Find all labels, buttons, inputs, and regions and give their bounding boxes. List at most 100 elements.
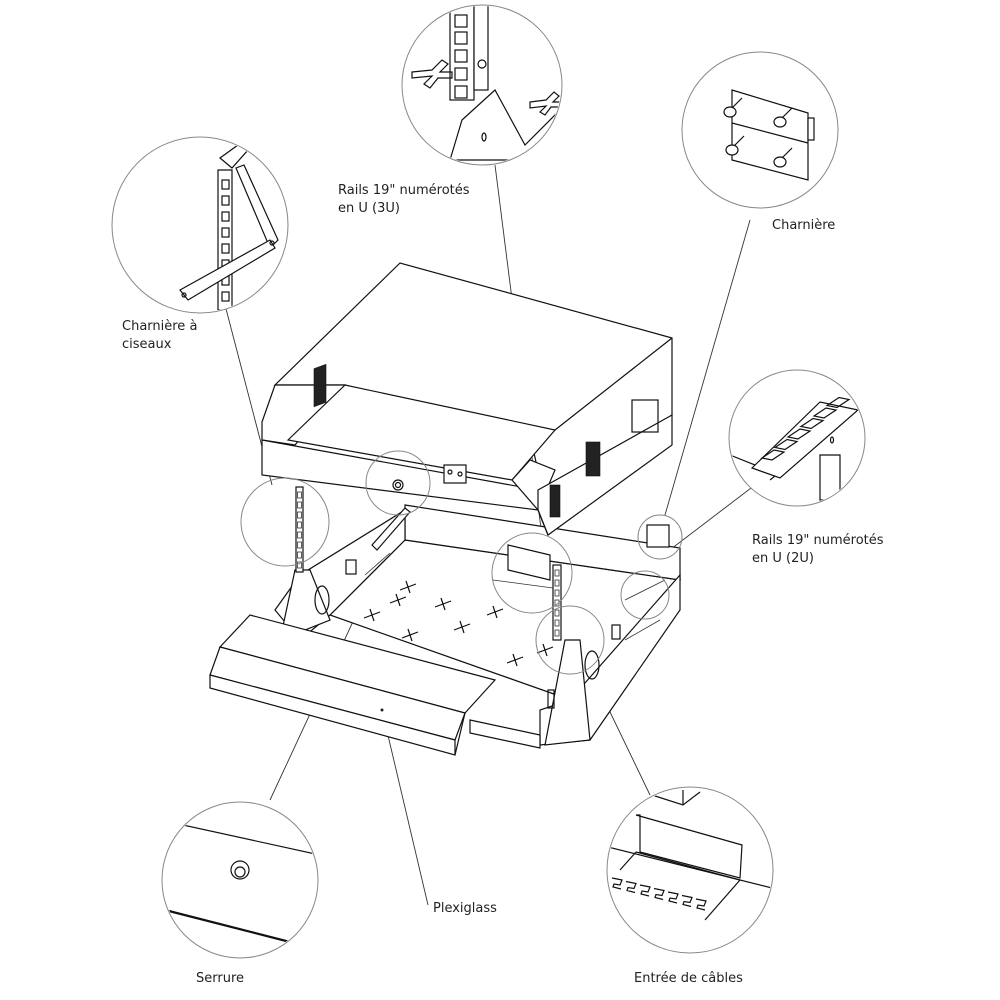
comb-slot: [667, 891, 679, 904]
back-left-rail: [371, 507, 411, 551]
cable-comb: [611, 877, 707, 911]
comb-slot: [653, 887, 665, 901]
rail-slot: [773, 438, 799, 451]
cover-side-panel: [631, 399, 659, 433]
rail-slot: [825, 396, 851, 409]
inline-circle-scissor-hinge: [240, 477, 330, 567]
cover-corner-edge: [537, 509, 549, 536]
cover-vent-right-1: [585, 441, 601, 477]
cross-marker: [399, 580, 417, 594]
inline-circle-hinge: [637, 514, 683, 560]
scissor-arm-upper: [235, 164, 279, 250]
rail-slot: [454, 49, 468, 63]
rail-slot: [554, 609, 560, 617]
cable-entry-bracket: [507, 544, 551, 581]
hinge-plate: [731, 89, 809, 181]
rail-slot: [554, 619, 560, 627]
rail-slot: [297, 511, 302, 519]
hinge-pins: [723, 97, 793, 168]
cross-marker: [411, 59, 453, 89]
hinge-barrel: [807, 117, 815, 141]
detail-circle-charniere: [681, 51, 839, 209]
hinge-joint: [731, 122, 809, 144]
label-serrure: Serrure: [196, 971, 245, 986]
rail-slot: [297, 491, 302, 499]
cable-entry-flap: [635, 814, 743, 879]
comb-slot: [681, 894, 693, 908]
cover-lock: [392, 479, 404, 491]
rail-slot: [554, 579, 560, 587]
rail-slot: [297, 551, 302, 559]
cable-combs: [364, 552, 666, 641]
rail-slot: [554, 569, 560, 577]
cross-marker: [536, 643, 554, 657]
detail-circle-entree-cables: [606, 786, 774, 954]
lock-keyhole: [234, 866, 246, 878]
detail-circle-rails-3u: [401, 4, 563, 166]
rail-slot: [454, 14, 468, 28]
rail-slot: [799, 417, 825, 430]
cover-vent-right-2: [549, 484, 561, 518]
right-front-rail: [552, 564, 562, 641]
cover-hinge-pin: [447, 469, 453, 475]
rail-slots: [297, 491, 560, 637]
inline-circle-lock: [365, 450, 431, 516]
leader-charniere: [664, 219, 751, 516]
leader-plexiglass: [381, 709, 429, 906]
right-cable-hole: [584, 650, 600, 680]
detail-circle-rails-2u: [728, 369, 866, 507]
inline-detail-circles: [240, 450, 683, 675]
rail-screw: [477, 59, 487, 69]
cross-marker: [401, 628, 419, 642]
base-rails: [295, 486, 666, 641]
label-charniere-ciseaux: Charnière à ciseaux: [122, 319, 198, 352]
left-front-rail: [295, 486, 304, 573]
base-front-strip: [469, 719, 541, 749]
left-port-cutout: [345, 559, 357, 575]
plexiglass-edge: [454, 712, 466, 756]
plexiglass-panel: [209, 614, 497, 756]
label-charniere: Charnière: [772, 218, 836, 233]
comb-slot: [611, 877, 623, 890]
cross-marker: [486, 605, 504, 619]
detail-circle-charniere-ciseaux: [111, 136, 289, 314]
rail-3u-side: [473, 6, 489, 91]
rail-slot: [554, 589, 560, 597]
cross-marker: [506, 653, 524, 667]
floor-cross-markers: [363, 580, 554, 667]
scissor-rail-post: [217, 169, 233, 311]
comb-slot: [639, 884, 651, 897]
rail-slot: [297, 541, 302, 549]
rail-slot: [454, 31, 468, 45]
cross-marker: [363, 608, 381, 622]
inline-circle-rails-2u: [620, 570, 670, 620]
right-gusset: [544, 639, 591, 746]
cover-ridge: [554, 337, 673, 431]
cross-marker: [529, 91, 561, 116]
rail-slot: [760, 449, 786, 461]
label-plexiglass: Plexiglass: [433, 901, 497, 916]
cover-hinge: [443, 464, 467, 484]
label-rails-3u: Rails 19" numérotés en U (3U): [338, 183, 470, 216]
left-gusset: [279, 569, 331, 641]
plexiglass-dot: [380, 708, 384, 712]
inline-hinge-part: [646, 524, 670, 548]
rail-slot: [297, 501, 302, 509]
rail-slot: [812, 407, 838, 419]
cross-marker: [453, 620, 471, 634]
left-cable-hole: [314, 585, 330, 615]
right-port-cutout: [611, 624, 621, 640]
cover-front-right: [511, 459, 556, 512]
rail-slot: [454, 67, 468, 81]
lock-outer: [230, 860, 250, 880]
rail-slot: [297, 531, 302, 539]
inline-circle-rail-3u: [535, 605, 605, 675]
label-rails-2u: Rails 19" numérotés en U (2U): [752, 533, 884, 566]
right-slot: [547, 689, 555, 709]
inline-circle-cable-entry: [491, 532, 573, 614]
label-entree-cables: Entrée de câbles: [634, 971, 743, 986]
rail-slot: [786, 428, 812, 440]
cross-marker: [389, 593, 407, 607]
cover-hinge-pin: [457, 471, 463, 477]
